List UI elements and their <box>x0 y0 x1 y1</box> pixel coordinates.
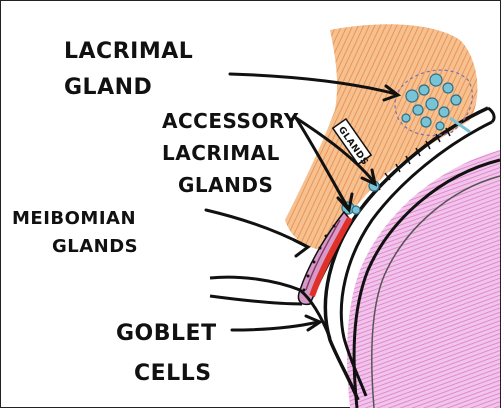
accessory-line-3: GLANDS <box>178 173 273 197</box>
meibomian-line-1: MEIBOMIAN <box>12 208 136 229</box>
accessory-line-1: ACCESSORY <box>162 109 299 133</box>
eyelid-skin-1 <box>210 277 300 290</box>
goblet-line-1: GOBLET <box>116 321 217 346</box>
lacrimal-gland-line-2: GLAND <box>64 75 152 100</box>
label-meibomian-glands: MEIBOMIAN GLANDS <box>12 208 138 257</box>
eyelid-skin-2 <box>210 296 302 304</box>
goblet-line-2: CELLS <box>134 361 212 386</box>
meibomian-line-2: GLANDS <box>52 236 138 257</box>
lacrimal-gland-line-1: LACRIMAL <box>64 39 193 64</box>
arrow-goblet <box>232 322 318 330</box>
accessory-line-2: LACRIMAL <box>162 141 280 165</box>
fornix-fold <box>488 108 494 122</box>
label-lacrimal-gland: LACRIMAL GLAND <box>64 39 193 100</box>
label-accessory-lacrimal-glands: ACCESSORY LACRIMAL GLANDS <box>162 109 299 197</box>
label-goblet-cells: GOBLET CELLS <box>116 321 217 386</box>
